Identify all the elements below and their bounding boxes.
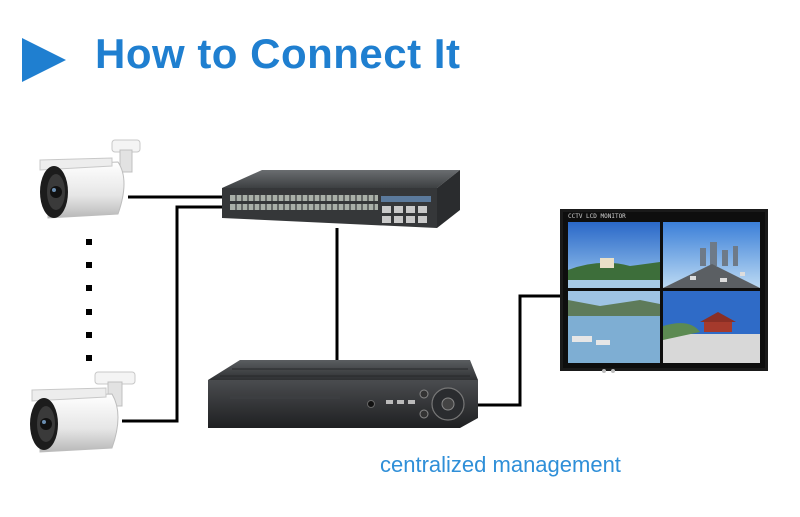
caption: centralized management [380, 452, 621, 477]
camera-feed-tile [568, 291, 660, 363]
monitor-icon: CCTV LCD MONITOR [560, 209, 768, 373]
camera-feed-tile [663, 222, 760, 288]
play-triangle-icon [22, 38, 66, 82]
page-title: How to Connect It [95, 30, 461, 77]
monitor-label: CCTV LCD MONITOR [568, 213, 626, 220]
nvr-icon [208, 360, 478, 428]
camera-feed-tile [663, 291, 760, 363]
bullet-camera-icon [30, 371, 136, 453]
cable-camera-bottom-to-switch [122, 205, 222, 423]
camera-feed-tile [568, 222, 660, 288]
network-switch-icon [222, 170, 460, 228]
cables [122, 195, 562, 423]
cable-nvr-to-monitor [478, 294, 562, 407]
bullet-camera-icon [39, 139, 141, 219]
more-cameras-dots [86, 239, 92, 361]
